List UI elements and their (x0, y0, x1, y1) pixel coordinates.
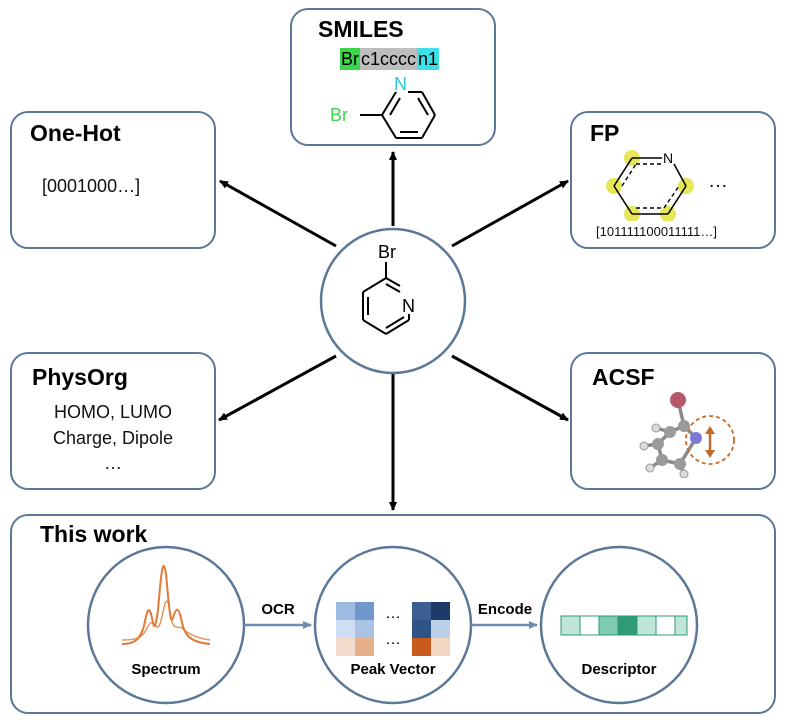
physorg-line-ellipsis: … (104, 453, 122, 473)
fp-title: FP (590, 120, 620, 146)
physorg-box (10, 352, 216, 490)
peak-vector-label: Peak Vector (350, 661, 435, 678)
encode-label: Encode (478, 601, 532, 618)
smiles-molecule: N Br (330, 74, 436, 139)
smiles-title: SMILES (318, 16, 404, 42)
fp-bit-vector: [101111100011111…] (596, 224, 717, 239)
smiles-box (290, 8, 496, 146)
center-molecule-circle: Br N (319, 227, 467, 375)
smiles-br-segment: Br (340, 48, 360, 70)
smiles-n-atom: N (394, 74, 407, 94)
arrow-to-onehot (219, 179, 337, 248)
fp-molecule: N (606, 150, 694, 221)
smiles-ring-segment: c1cccc (360, 48, 418, 70)
arrow-to-physorg (218, 354, 337, 422)
onehot-box (10, 111, 216, 249)
onehot-title: One-Hot (30, 120, 121, 146)
onehot-vector: [0001000…] (42, 176, 141, 196)
peak-vector-dots-bottom: … (385, 631, 401, 648)
descriptor-label: Descriptor (581, 661, 656, 678)
smiles-br-atom: Br (330, 105, 348, 125)
peak-vector-dots-top: … (385, 605, 401, 622)
fp-n-atom: N (663, 150, 673, 166)
arrow-to-acsf (451, 354, 569, 422)
this-work-pipeline: Spectrum OCR … … Peak Vector Encode Desc… (86, 545, 699, 705)
this-work-title: This work (40, 521, 148, 547)
physorg-title: PhysOrg (32, 364, 128, 390)
fp-ellipsis: … (708, 170, 728, 192)
physorg-line-charge-dipole: Charge, Dipole (52, 428, 174, 448)
arrow-to-fp (451, 179, 569, 248)
acsf-box (570, 352, 776, 490)
spectrum-label: Spectrum (131, 661, 200, 678)
smiles-string: Br c1cccc n1 (340, 48, 440, 70)
ocr-label: OCR (261, 601, 295, 618)
spectrum-curve (121, 565, 211, 645)
physorg-line-homo-lumo: HOMO, LUMO (53, 402, 172, 422)
descriptor-bar (560, 615, 688, 636)
acsf-molecule (639, 392, 735, 478)
fp-box (570, 111, 776, 249)
peak-vector-cells (336, 602, 450, 656)
center-n-label: N (402, 296, 415, 316)
acsf-title: ACSF (592, 364, 655, 390)
smiles-n-segment: n1 (417, 48, 440, 70)
center-br-label: Br (378, 242, 396, 262)
